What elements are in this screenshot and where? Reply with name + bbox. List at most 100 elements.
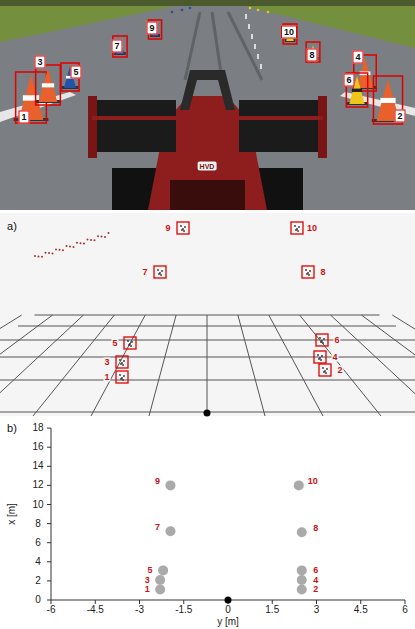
callout-number: 3 — [103, 358, 110, 367]
cone-stripe — [23, 95, 39, 100]
sensor-origin — [204, 410, 211, 417]
tick-label: -3 — [135, 605, 144, 615]
cone-points — [157, 269, 159, 271]
cone-points — [131, 341, 133, 343]
cone-stripe — [42, 83, 54, 87]
callout-number: 10 — [307, 477, 319, 486]
cone-position — [297, 575, 307, 585]
callout-number: 6 — [333, 336, 340, 345]
scatter-point — [83, 243, 85, 245]
cone-position — [165, 480, 175, 490]
cone-points — [298, 226, 300, 228]
callout-number: 5 — [147, 566, 154, 575]
tick-label: -6 — [47, 605, 56, 615]
cone-points — [182, 228, 184, 230]
callout-number: 6 — [343, 74, 354, 87]
lane-dash — [245, 14, 247, 19]
tick-mark — [139, 600, 140, 604]
scatter-point — [48, 252, 50, 254]
tick-label: 0 — [35, 595, 41, 605]
cone-points — [323, 371, 325, 373]
detection-box — [319, 364, 331, 376]
detection-box — [116, 371, 128, 383]
scatter-point — [34, 255, 36, 257]
grid-line — [0, 315, 22, 416]
callout-number: 8 — [312, 524, 319, 533]
cone-map-plot — [0, 418, 415, 629]
roll-hoop — [180, 70, 235, 110]
ground-grid — [0, 315, 415, 416]
cone-position — [155, 575, 165, 585]
cone-points — [181, 229, 183, 231]
tick-label: 16 — [32, 442, 43, 452]
scatter-point — [87, 239, 89, 241]
tick-label: -1.5 — [175, 605, 192, 615]
lane-dash — [248, 24, 250, 29]
cone-points — [160, 274, 162, 276]
cone-points — [320, 359, 322, 361]
car-badge: HVD — [198, 162, 217, 171]
callout-number: 4 — [312, 575, 319, 584]
tick-mark — [47, 561, 51, 562]
cone-position — [165, 526, 175, 536]
cone-points — [307, 272, 309, 274]
callout-number: 7 — [154, 523, 161, 532]
cone-points — [297, 230, 299, 232]
cone-points — [322, 342, 324, 344]
cone-points — [320, 341, 322, 343]
scatter-point — [80, 242, 82, 244]
cone-points — [305, 269, 307, 271]
cone-points — [127, 340, 129, 342]
callout-number: 10 — [281, 26, 297, 39]
cone-points — [184, 226, 186, 228]
cone-points — [183, 230, 185, 232]
tick-mark — [47, 580, 51, 581]
bounding-box — [36, 65, 61, 105]
cone-points — [326, 368, 328, 370]
cone-points — [321, 355, 323, 357]
callout-number: 8 — [306, 49, 317, 62]
grid-line — [331, 315, 415, 416]
far-cone — [181, 9, 184, 12]
callout-number: 4 — [352, 51, 363, 64]
scatter-point — [66, 245, 68, 247]
callout-number: 3 — [144, 575, 151, 584]
callout-number: 5 — [70, 66, 81, 79]
cone-points — [323, 338, 325, 340]
panel-ground — [0, 213, 415, 416]
cone-points — [295, 229, 297, 231]
callout-number: 4 — [331, 353, 338, 362]
cone-points — [319, 337, 321, 339]
tick-label: 1.5 — [265, 605, 279, 615]
callout-number: 2 — [336, 366, 343, 375]
panel-letter: b) — [7, 423, 17, 434]
lane-dash — [251, 34, 253, 39]
cone-position — [158, 565, 168, 575]
tick-label: 4.5 — [354, 605, 368, 615]
tick-mark — [51, 600, 52, 604]
cone-points — [296, 228, 298, 230]
tick-label: -4.5 — [87, 605, 104, 615]
asphalt — [0, 0, 415, 210]
callout-number: 8 — [319, 268, 326, 277]
skid-mark — [212, 12, 222, 80]
cone-points — [121, 377, 123, 379]
scatter-point — [76, 242, 78, 244]
tick-mark — [183, 600, 184, 604]
scatter-point — [94, 239, 96, 241]
cone-points — [308, 274, 310, 276]
wing-flap — [92, 116, 176, 120]
far-cone — [249, 7, 252, 10]
tick-label: 8 — [35, 519, 41, 529]
tick-mark — [47, 523, 51, 524]
grid-line — [238, 315, 265, 416]
callout-number: 2 — [394, 110, 405, 123]
detection-box — [314, 351, 326, 363]
wing — [92, 100, 176, 152]
callout-number: 1 — [144, 585, 151, 594]
tick-mark — [47, 504, 51, 505]
wing-plate — [318, 96, 327, 158]
lane-dash — [260, 64, 262, 69]
cone — [39, 68, 58, 102]
